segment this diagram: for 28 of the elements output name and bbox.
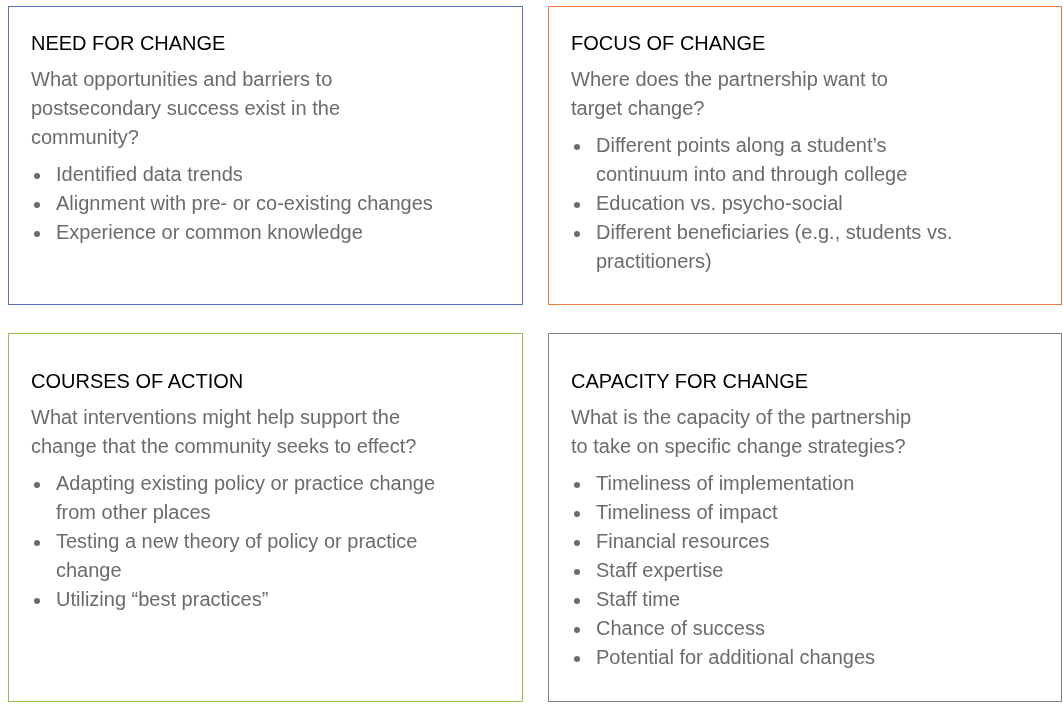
category-box [8,6,523,305]
bullet-item: Different beneficiaries (e.g., students vs. practitioners) [596,220,954,274]
bullet-item: Timeliness of impact [596,500,778,525]
bullet-item: Testing a new theory of policy or practice change [56,529,419,583]
guiding-question: What interventions might help support the change that the community seeks to effect? [31,405,418,459]
bullet-item: Timeliness of implementation [596,471,855,496]
category-box [548,333,1062,702]
bullet-item: Adapting existing policy or practice change from other places [56,471,436,525]
guiding-question: What opportunities and barriers to postsecondary success exist in the community? [31,67,342,150]
bullet-item: Different points along a student’s continuum into and through college [596,133,909,187]
bullet-item: Alignment with pre- or co-existing changes [56,191,433,216]
guiding-question: Where does the partnership want to target change? [571,67,889,121]
bullet-item: Staff time [596,587,681,612]
box-heading: FOCUS OF CHANGE [571,31,766,56]
box-heading: CAPACITY FOR CHANGE [571,369,809,394]
category-box [8,333,523,702]
guiding-question: What is the capacity of the partnership to take on specific change strategies? [571,405,913,459]
bullet-item: Experience or common knowledge [56,220,363,245]
box-heading: NEED FOR CHANGE [31,31,226,56]
bullet-item: Potential for additional changes [596,645,876,670]
bullet-item: Identified data trends [56,162,243,187]
category-box [548,6,1062,305]
bullet-item: Utilizing “best practices” [56,587,269,612]
bullet-item: Staff expertise [596,558,724,583]
bullet-item: Chance of success [596,616,765,641]
bullet-item: Education vs. psycho-social [596,191,843,216]
box-heading: COURSES OF ACTION [31,369,244,394]
bullet-item: Financial resources [596,529,770,554]
